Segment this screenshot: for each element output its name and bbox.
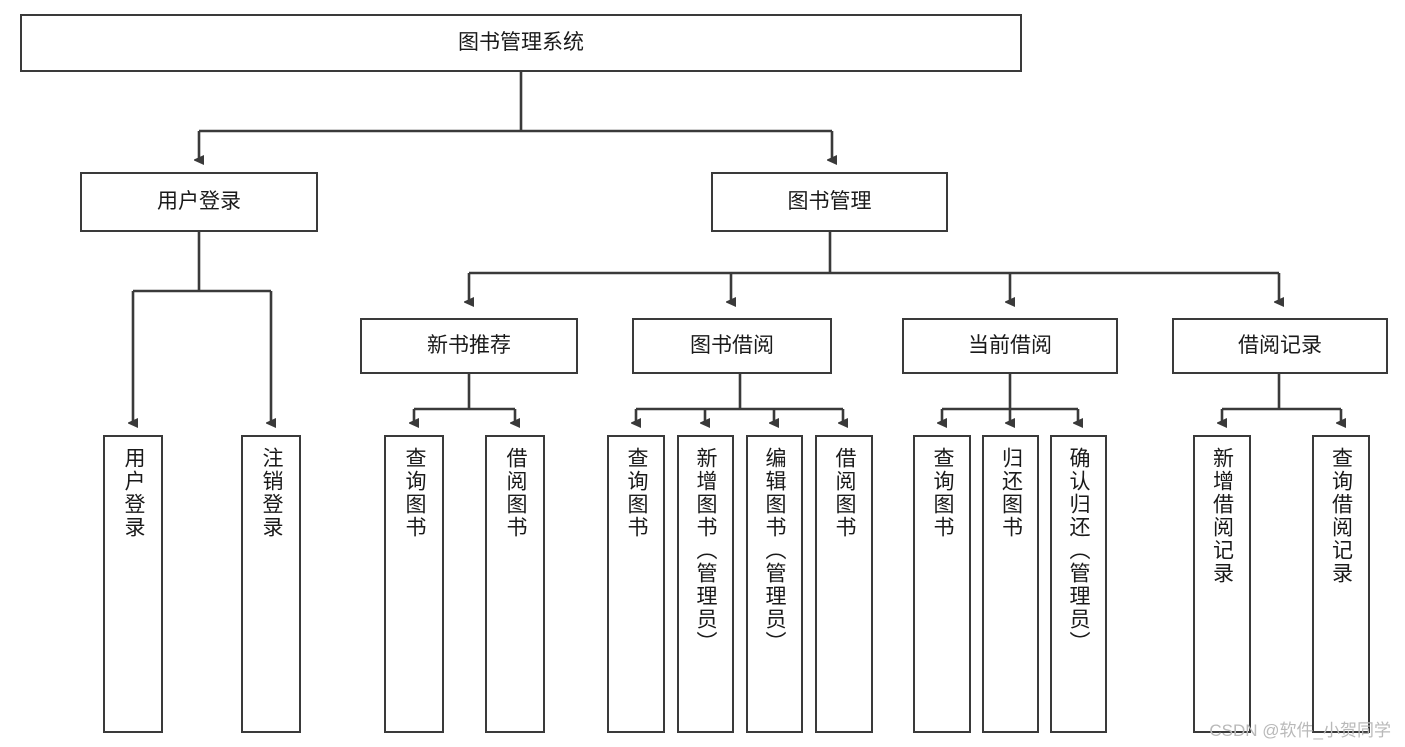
node-user-login[interactable]: 用户登录 (80, 172, 318, 232)
node-new-book-recommend[interactable]: 新书推荐 (360, 318, 578, 374)
node-leaf-query-book-1[interactable]: 查询图书 (384, 435, 444, 733)
node-leaf-query-record[interactable]: 查询借阅记录 (1312, 435, 1370, 733)
node-new-book-recommend-label: 新书推荐 (427, 333, 511, 357)
node-leaf-add-record-label: 新增借阅记录 (1210, 447, 1234, 585)
node-leaf-add-book-label: 新增图书（管理员） (694, 447, 717, 654)
node-book-management-label: 图书管理 (787, 189, 872, 213)
node-current-borrow-label: 当前借阅 (968, 333, 1052, 357)
watermark: CSDN @软件_小贺同学 (1209, 721, 1391, 740)
node-borrow-record-label: 借阅记录 (1238, 333, 1322, 357)
node-leaf-edit-book[interactable]: 编辑图书（管理员） (746, 435, 803, 733)
node-leaf-user-login-label: 用户登录 (122, 447, 146, 539)
node-leaf-borrow-book-2-label: 借阅图书 (833, 447, 857, 539)
node-leaf-query-book-2[interactable]: 查询图书 (607, 435, 665, 733)
node-book-borrow-label: 图书借阅 (690, 333, 774, 357)
node-book-borrow[interactable]: 图书借阅 (632, 318, 832, 374)
node-leaf-query-book-3[interactable]: 查询图书 (913, 435, 971, 733)
node-leaf-add-record[interactable]: 新增借阅记录 (1193, 435, 1251, 733)
node-leaf-query-book-3-label: 查询图书 (931, 447, 955, 539)
node-leaf-user-logout-label: 注销登录 (260, 447, 284, 539)
node-leaf-query-book-2-label: 查询图书 (625, 447, 649, 539)
node-leaf-return-book-label: 归还图书 (999, 447, 1023, 539)
node-leaf-return-book[interactable]: 归还图书 (982, 435, 1039, 733)
node-leaf-borrow-book-1[interactable]: 借阅图书 (485, 435, 545, 733)
node-leaf-confirm-return-label: 确认归还（管理员） (1067, 447, 1090, 654)
node-borrow-record[interactable]: 借阅记录 (1172, 318, 1388, 374)
node-leaf-borrow-book-2[interactable]: 借阅图书 (815, 435, 873, 733)
node-leaf-user-login[interactable]: 用户登录 (103, 435, 163, 733)
node-user-login-label: 用户登录 (157, 189, 241, 213)
node-leaf-edit-book-label: 编辑图书（管理员） (763, 447, 786, 654)
node-leaf-query-record-label: 查询借阅记录 (1329, 447, 1353, 585)
node-current-borrow[interactable]: 当前借阅 (902, 318, 1118, 374)
node-leaf-user-logout[interactable]: 注销登录 (241, 435, 301, 733)
node-book-management[interactable]: 图书管理 (711, 172, 948, 232)
node-root[interactable]: 图书管理系统 (20, 14, 1022, 72)
node-root-label: 图书管理系统 (458, 30, 584, 54)
node-leaf-borrow-book-1-label: 借阅图书 (504, 447, 528, 539)
node-leaf-confirm-return[interactable]: 确认归还（管理员） (1050, 435, 1107, 733)
node-leaf-query-book-1-label: 查询图书 (403, 447, 427, 539)
node-leaf-add-book[interactable]: 新增图书（管理员） (677, 435, 734, 733)
